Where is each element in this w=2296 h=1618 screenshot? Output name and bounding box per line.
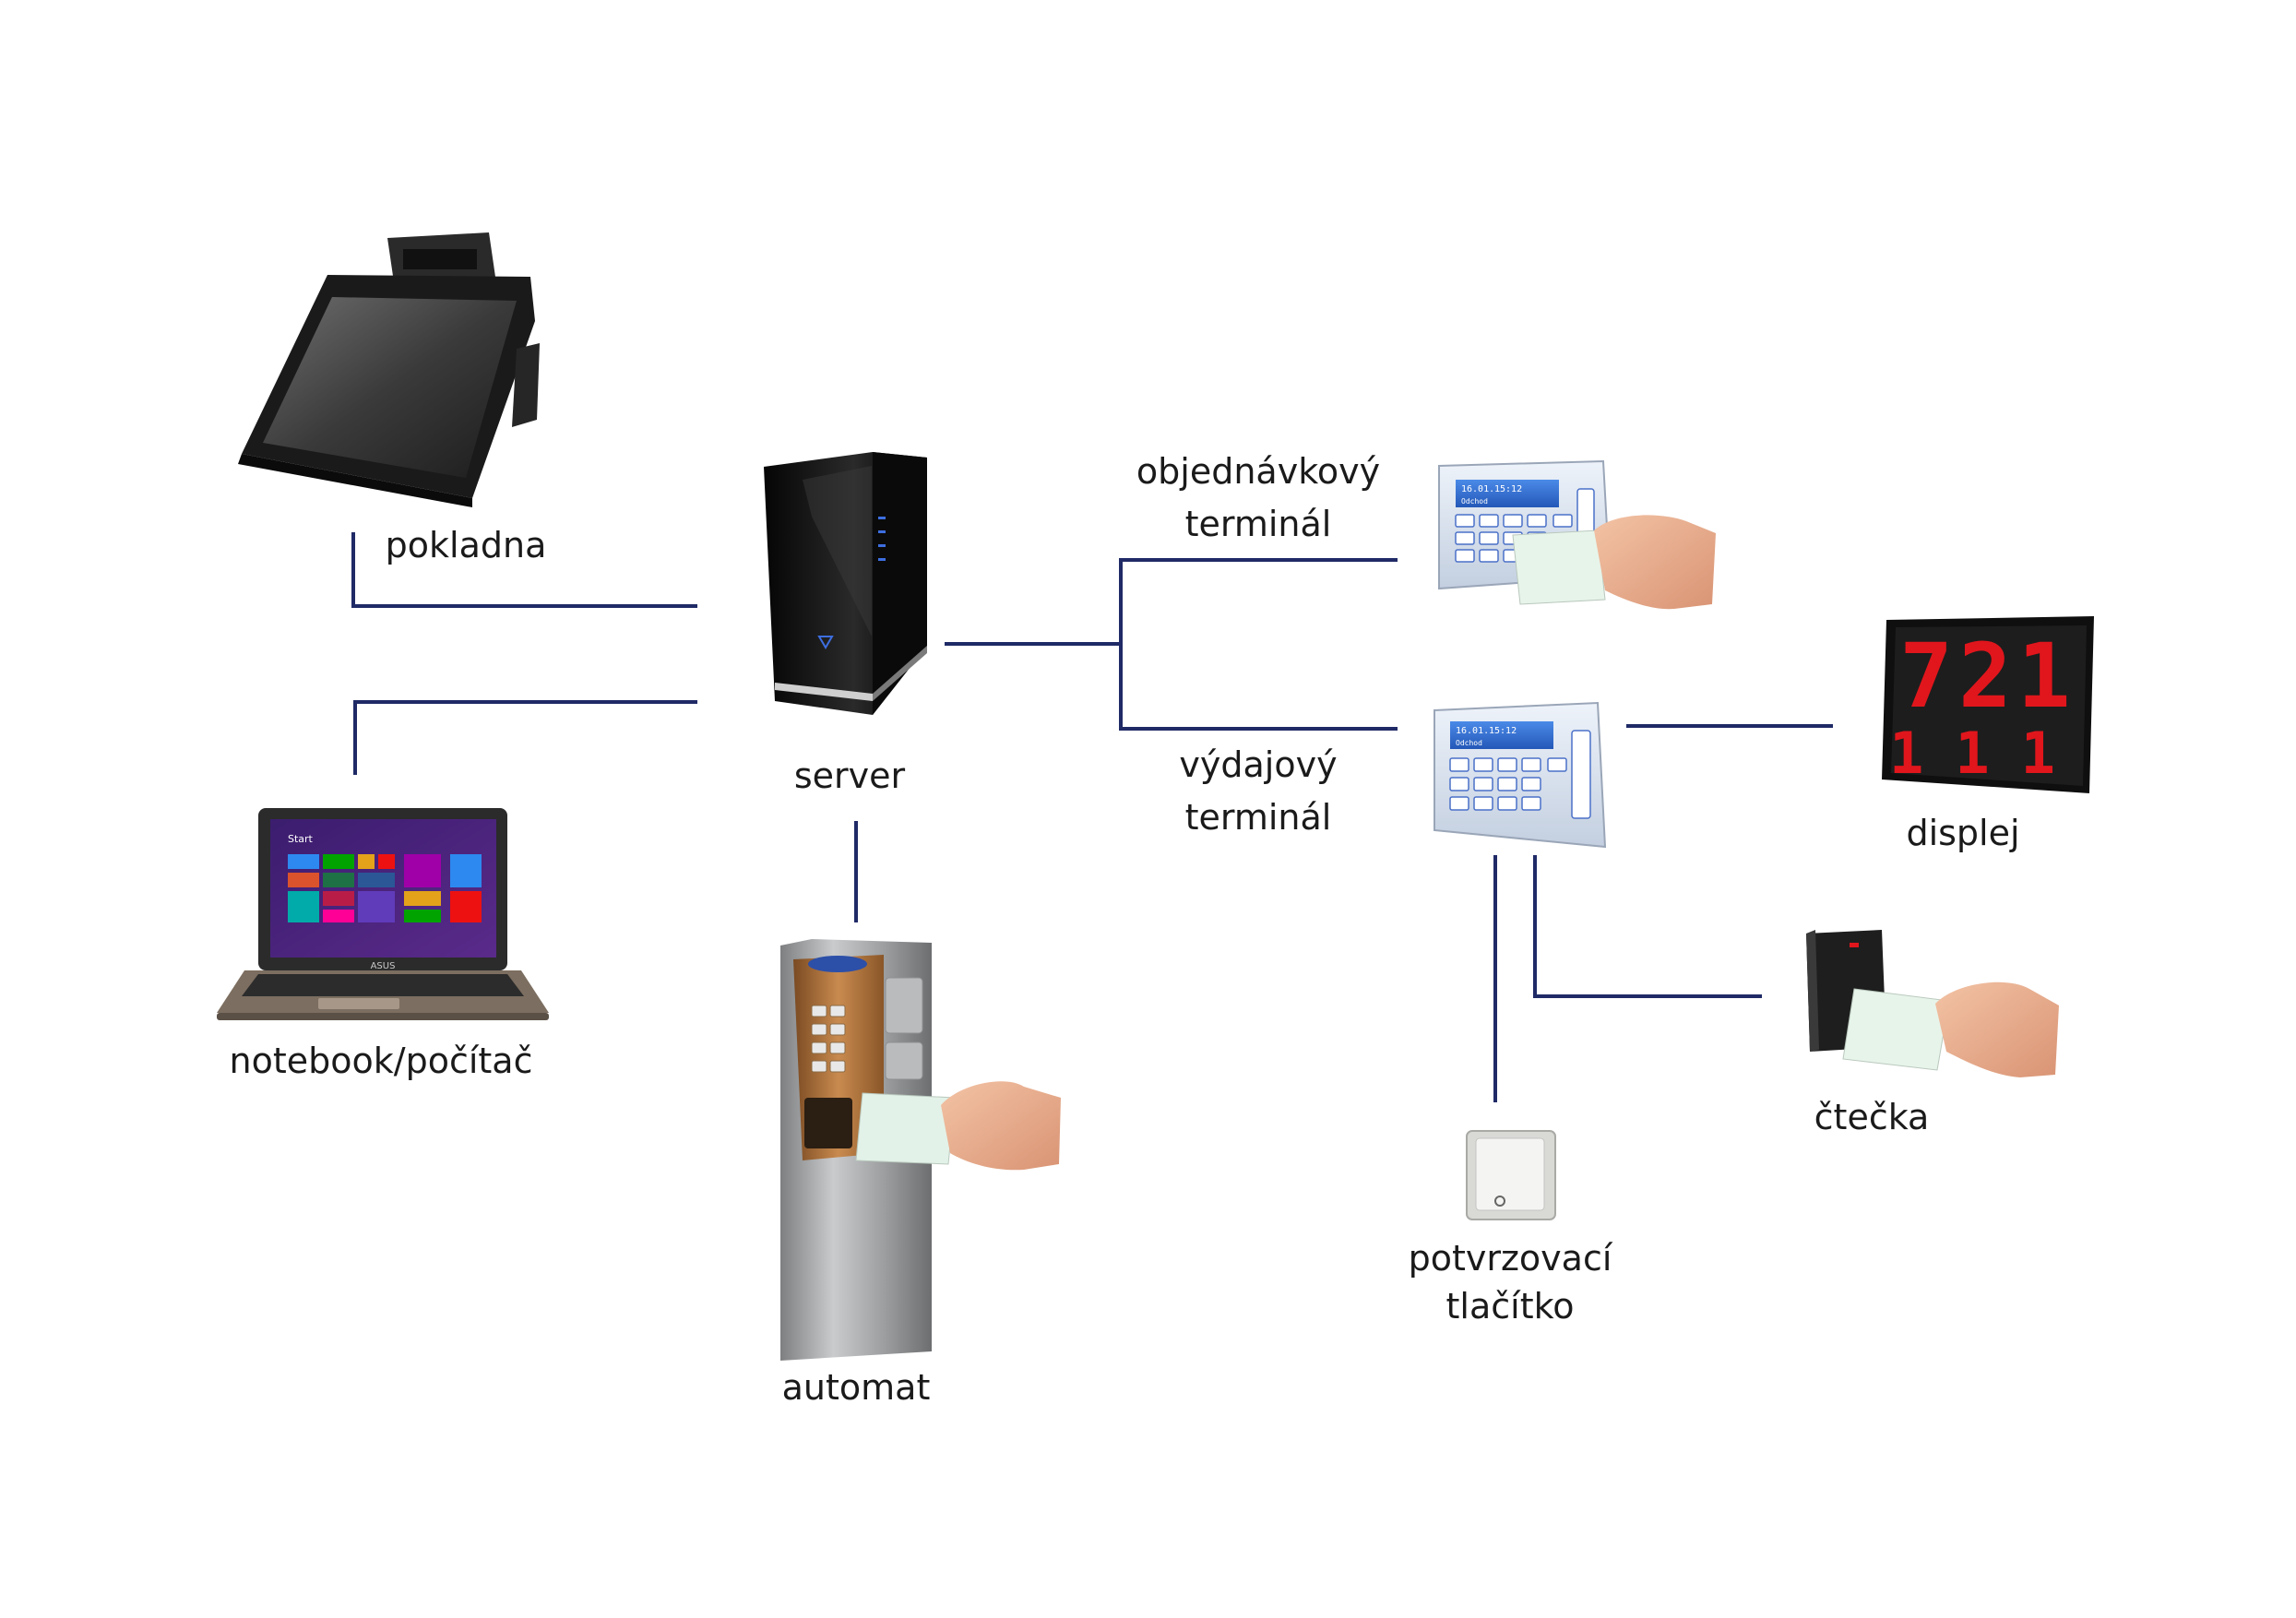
- label-potvrzovaci-tlacitko: potvrzovací tlačítko: [1409, 1234, 1612, 1330]
- terminal-top-sub: Odchod: [1461, 497, 1488, 506]
- label-tlacitko-line1: potvrzovací: [1408, 1238, 1612, 1279]
- label-displej: displej: [1906, 813, 2020, 853]
- vending-machine-icon: [780, 939, 932, 1361]
- connector-notebook-server: [353, 700, 697, 775]
- card-terminal-icon: 16.01. 15:12 Odchod: [1438, 459, 1612, 590]
- label-vydajovy-line2: terminál: [1184, 797, 1332, 838]
- laptop-icon: Start ASUS: [217, 808, 549, 1020]
- terminal-top-date: 16.01.: [1461, 484, 1494, 494]
- connector-vydajovy-ctecka: [1533, 855, 1762, 998]
- pos-terminal-icon: [238, 232, 540, 507]
- label-vydajovy-line1: výdajový: [1179, 744, 1338, 785]
- connector-hub-objednavkovy: [1119, 558, 1398, 731]
- connector-pokladna-server: [351, 532, 697, 608]
- connectors: [351, 532, 1833, 1102]
- label-pokladna: pokladna: [385, 525, 547, 565]
- terminal-bottom-time: 15:12: [1489, 726, 1517, 736]
- label-server: server: [793, 755, 906, 796]
- card-in-hand-automat: [855, 1081, 1061, 1171]
- display-bottom-digits: 111: [1889, 720, 2087, 787]
- label-notebook: notebook/počítač: [229, 1041, 533, 1081]
- label-objednavkovy-line1: objednávkový: [1136, 451, 1381, 492]
- label-ctecka: čtečka: [1814, 1097, 1930, 1137]
- laptop-start-text: Start: [288, 833, 314, 845]
- label-automat: automat: [781, 1367, 931, 1408]
- label-vydajovy-terminal: výdajový terminál: [1179, 739, 1337, 844]
- label-tlacitko-line2: tlačítko: [1445, 1286, 1575, 1327]
- laptop-brand-text: ASUS: [371, 961, 396, 971]
- server-tower-icon: [764, 452, 927, 715]
- card-terminal-icon: 16.01. 15:12 Odchod: [1434, 701, 1607, 849]
- terminal-bottom-sub: Odchod: [1456, 739, 1482, 747]
- led-display-icon: 721 111: [1882, 616, 2094, 793]
- windows-tiles: [288, 854, 482, 922]
- push-button-icon: [1466, 1130, 1556, 1220]
- terminal-bottom-date: 16.01.: [1456, 726, 1489, 736]
- terminal-top-time: 15:12: [1494, 484, 1522, 494]
- label-objednavkovy-line2: terminál: [1184, 504, 1332, 544]
- label-objednavkovy-terminal: objednávkový terminál: [1136, 446, 1380, 551]
- card-in-hand-ctecka: [1842, 982, 2059, 1077]
- card-in-hand-objednavkovy: [1512, 515, 1716, 610]
- display-top-digits: 721: [1899, 625, 2076, 728]
